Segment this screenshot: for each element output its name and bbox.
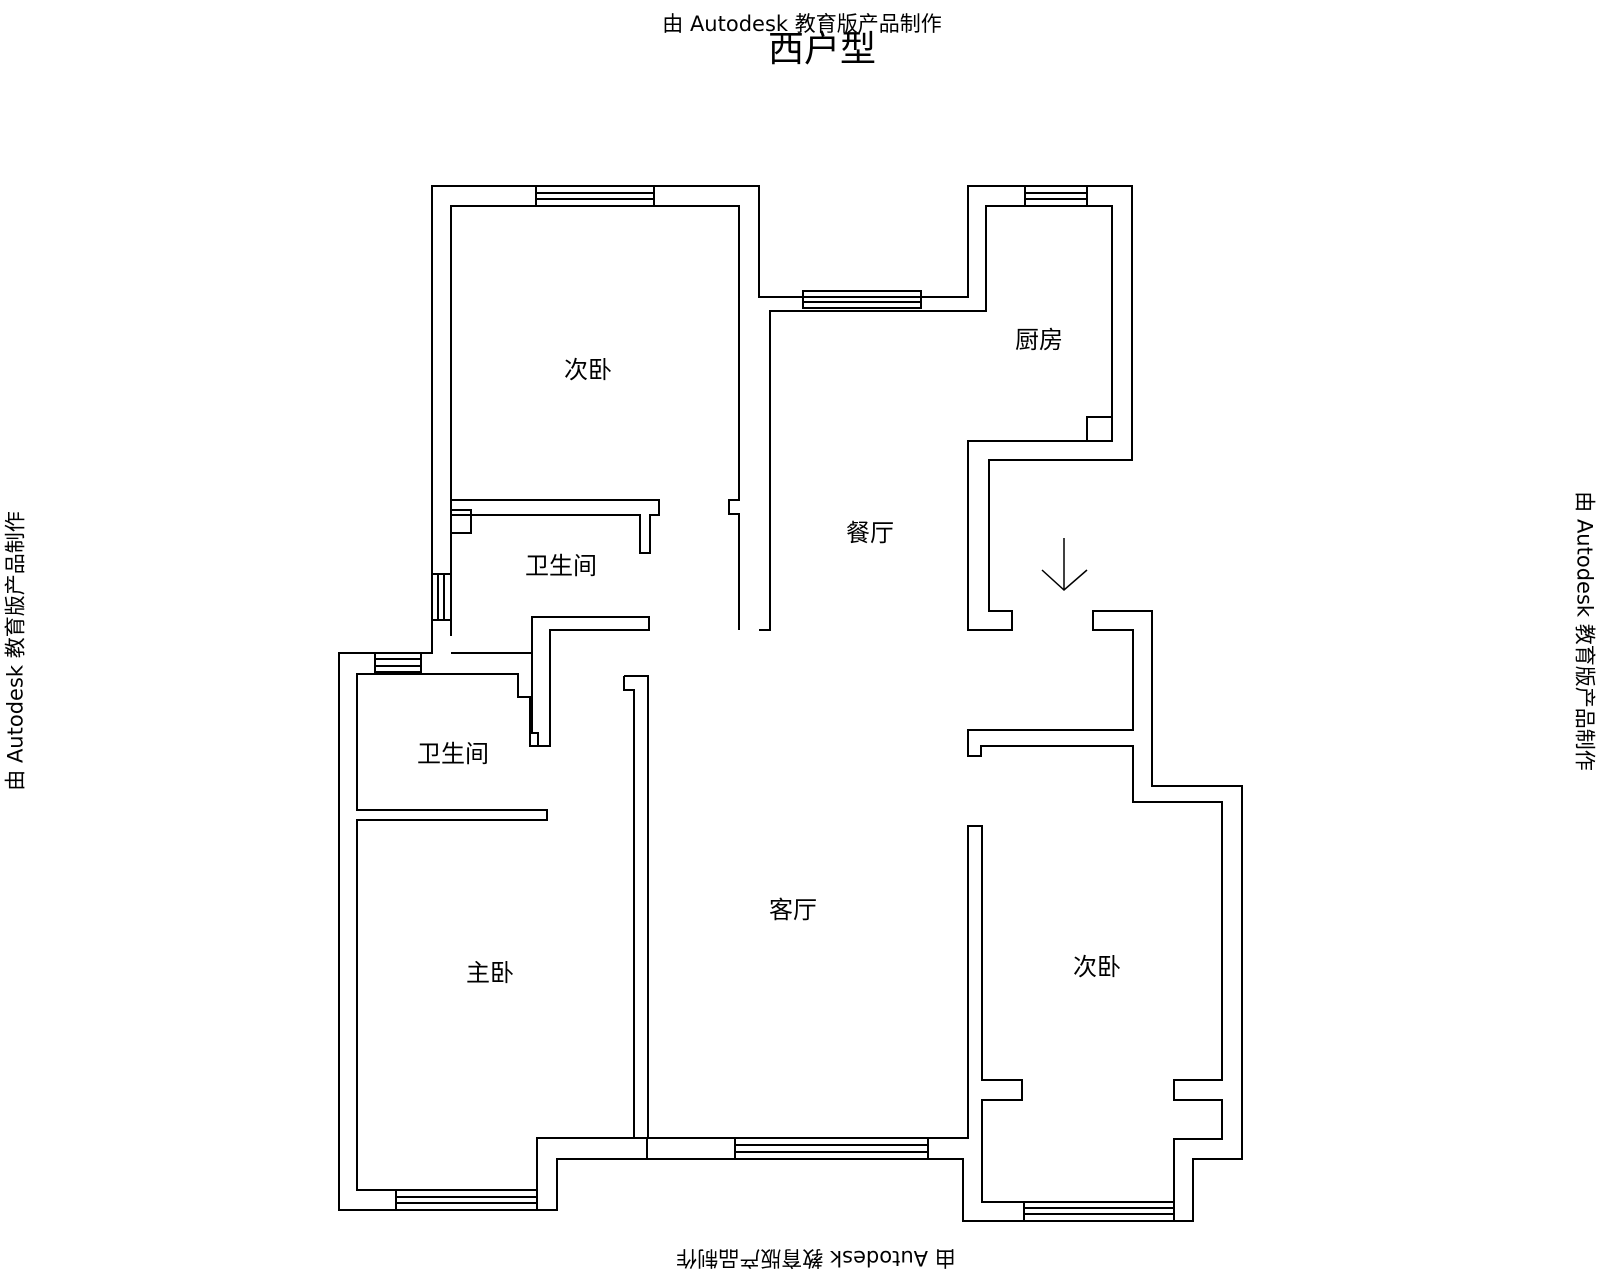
room-label-master-bedroom: 主卧	[466, 959, 514, 987]
watermark-top: 由 Autodesk 教育版产品制作	[662, 12, 942, 36]
wall-bathroom-upper	[450, 416, 1113, 747]
room-label-secondary-bedroom-north: 次卧	[564, 356, 612, 384]
plan-title: 西户型	[767, 29, 877, 70]
windows	[374, 185, 1175, 1222]
room-label-kitchen: 厨房	[1015, 326, 1063, 354]
room-label-secondary-bedroom-east: 次卧	[1073, 953, 1121, 981]
wall-living-room	[647, 610, 1243, 1222]
wall-master-bedroom	[338, 636, 649, 1211]
room-label-bathroom-upper: 卫生间	[525, 552, 597, 580]
room-label-dining-room: 餐厅	[846, 519, 894, 547]
entrance-arrow-icon	[1041, 538, 1088, 592]
room-label-bathroom-lower: 卫生间	[417, 740, 489, 768]
room-label-living-room: 客厅	[769, 896, 817, 924]
